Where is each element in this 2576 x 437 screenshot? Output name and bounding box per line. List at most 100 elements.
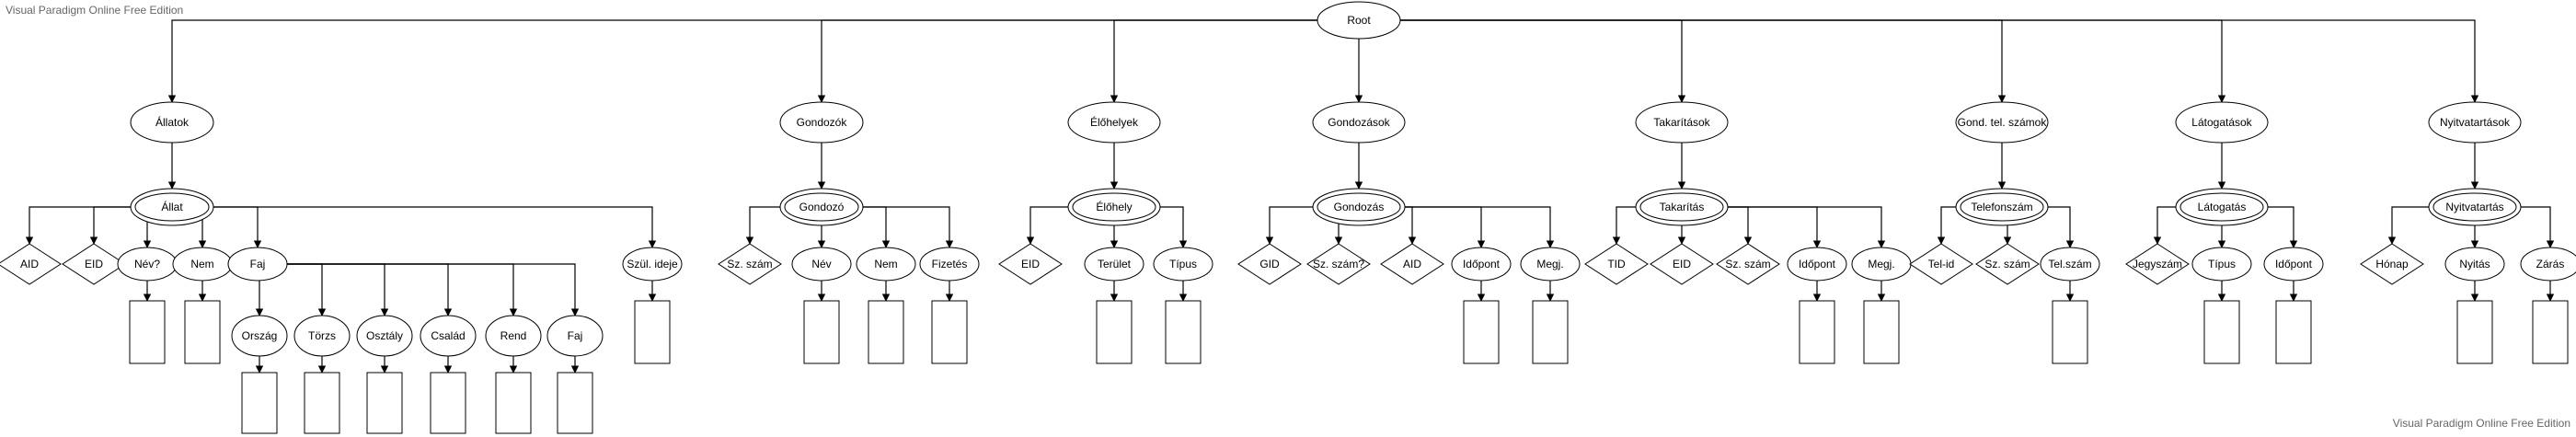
tid-node[interactable]: TID — [1584, 243, 1649, 285]
megj1-node[interactable]: Megj. — [1520, 247, 1581, 282]
allatok-node[interactable]: Állatok — [130, 101, 214, 144]
telefonszam-label: Telefonszám — [1971, 201, 2032, 213]
nyitas-node[interactable]: Nyitás — [2444, 247, 2505, 282]
nem2-value-box — [868, 300, 904, 364]
osztaly-node[interactable]: Osztály — [356, 315, 413, 357]
gondtel-node[interactable]: Gond. tel. számok — [1955, 101, 2049, 144]
eid3-node[interactable]: EID — [1650, 243, 1714, 285]
nem1-label: Nem — [190, 258, 213, 270]
elohely-node[interactable]: Élőhely — [1067, 188, 1161, 226]
gondozas-node[interactable]: Gondozás — [1312, 188, 1406, 226]
idopont2-node[interactable]: Időpont — [1787, 247, 1847, 282]
szul-node[interactable]: Szül. ideje — [622, 247, 683, 282]
elohelyek-node[interactable]: Élőhelyek — [1067, 101, 1161, 144]
szszam4-node[interactable]: Sz. szám — [1975, 243, 2040, 285]
tipus2-node[interactable]: Típus — [2191, 247, 2252, 282]
faj1-node[interactable]: Faj — [227, 247, 288, 282]
tipus2-ellipse — [2191, 247, 2252, 282]
tipus1-node[interactable]: Típus — [1153, 247, 1213, 282]
telid-node[interactable]: Tel-id — [1909, 243, 1973, 285]
eid2-node[interactable]: EID — [998, 243, 1063, 285]
nev1-node[interactable]: Név? — [117, 247, 178, 282]
edge-latogatas-jegyszam — [2153, 206, 2176, 245]
tid-label: TID — [1607, 258, 1626, 270]
eid1-node[interactable]: EID — [62, 243, 126, 285]
edge-faj1-osztaly — [287, 263, 389, 316]
nem1-node[interactable]: Nem — [172, 247, 233, 282]
edge-faj1-rend — [287, 263, 518, 316]
root-node[interactable]: Root — [1317, 1, 1401, 40]
edge-faj1-faj2 — [287, 263, 580, 316]
takaritas-label: Takarítás — [1660, 201, 1705, 213]
rend-node[interactable]: Rend — [485, 315, 542, 357]
telefonszam-node[interactable]: Telefonszám — [1955, 188, 2049, 226]
megj2-value-box — [1863, 300, 1900, 364]
nev2-node[interactable]: Név — [791, 247, 852, 282]
allatok-label: Állatok — [155, 115, 190, 129]
allat-inner-ellipse — [134, 192, 210, 222]
gid-node[interactable]: GID — [1237, 243, 1302, 285]
gondozo-label: Gondozó — [799, 201, 845, 213]
gondozo-node[interactable]: Gondozó — [779, 188, 864, 226]
elohely-ellipse — [1067, 188, 1161, 226]
nyitvatartasok-node[interactable]: Nyitvatartások — [2428, 101, 2522, 144]
edge-latogatas-idopont3 — [2268, 206, 2298, 248]
telid-label: Tel-id — [1928, 258, 1955, 270]
takaritasok-node[interactable]: Takarítások — [1635, 101, 1729, 144]
fizetes-node[interactable]: Fizetés — [919, 247, 980, 282]
fizetes-ellipse — [919, 247, 980, 282]
elohely-inner-ellipse — [1072, 192, 1156, 222]
latogatasok-ellipse — [2175, 101, 2269, 144]
gondozok-node[interactable]: Gondozók — [779, 101, 864, 144]
nem1-value-box — [184, 300, 221, 364]
aid-node[interactable]: AID — [0, 243, 62, 285]
jegyszam-label: Jegyszám — [2133, 258, 2182, 270]
latogatasok-node[interactable]: Látogatások — [2175, 101, 2269, 144]
szszam2-node[interactable]: Sz. szám? — [1306, 243, 1371, 285]
gondozas-label: Gondozás — [1334, 201, 1385, 213]
osztaly-value-box — [366, 372, 403, 434]
root-label: Root — [1347, 14, 1371, 27]
faj2-node[interactable]: Faj — [546, 315, 604, 357]
orszag-node[interactable]: Ország — [231, 315, 288, 357]
terulet-node[interactable]: Terület — [1084, 247, 1144, 282]
orszag-label: Ország — [242, 329, 278, 342]
takaritas-node[interactable]: Takarítás — [1635, 188, 1729, 226]
tipus2-label: Típus — [2208, 258, 2236, 270]
gondtel-label: Gond. tel. számok — [1958, 116, 2048, 129]
zaras-node[interactable]: Zárás — [2520, 247, 2576, 282]
idopont3-node[interactable]: Időpont — [2263, 247, 2324, 282]
torzs-label: Törzs — [308, 329, 336, 342]
edge-gondozas-aid2 — [1405, 206, 1417, 245]
nev1-label: Név? — [134, 258, 160, 270]
torzs-node[interactable]: Törzs — [293, 315, 351, 357]
csalad-node[interactable]: Család — [420, 315, 477, 357]
allat-node[interactable]: Állat — [130, 188, 214, 226]
edge-faj1-csalad — [287, 263, 453, 316]
szszam3-node[interactable]: Sz. szám — [1716, 243, 1780, 285]
megj2-node[interactable]: Megj. — [1851, 247, 1912, 282]
idopont1-node[interactable]: Időpont — [1451, 247, 1512, 282]
gondozasok-node[interactable]: Gondozások — [1312, 101, 1406, 144]
edge-nyitvatartas-zaras — [2521, 206, 2555, 248]
edge-takaritas-szszam3 — [1728, 206, 1753, 245]
nyitvatartas-node[interactable]: Nyitvatartás — [2428, 188, 2522, 226]
telszam-node[interactable]: Tel.szám — [2040, 247, 2100, 282]
nem2-node[interactable]: Nem — [856, 247, 916, 282]
eid2-diamond — [998, 243, 1063, 285]
edge-gondozas-gid — [1265, 206, 1313, 245]
honap-node[interactable]: Hónap — [2360, 243, 2424, 285]
edge-root-allatok — [167, 19, 1317, 103]
tipus1-ellipse — [1153, 247, 1213, 282]
aid2-node[interactable]: AID — [1380, 243, 1444, 285]
gid-diamond — [1237, 243, 1302, 285]
gondozas-ellipse — [1312, 188, 1406, 226]
latogatas-inner-ellipse — [2179, 192, 2264, 222]
jegyszam-node[interactable]: Jegyszám — [2125, 243, 2190, 285]
szszam1-node[interactable]: Sz. szám — [718, 243, 782, 285]
latogatas-node[interactable]: Látogatás — [2175, 188, 2269, 226]
zaras-ellipse — [2520, 247, 2576, 282]
eid1-label: EID — [85, 258, 103, 270]
honap-label: Hónap — [2375, 258, 2409, 270]
nem2-ellipse — [856, 247, 916, 282]
